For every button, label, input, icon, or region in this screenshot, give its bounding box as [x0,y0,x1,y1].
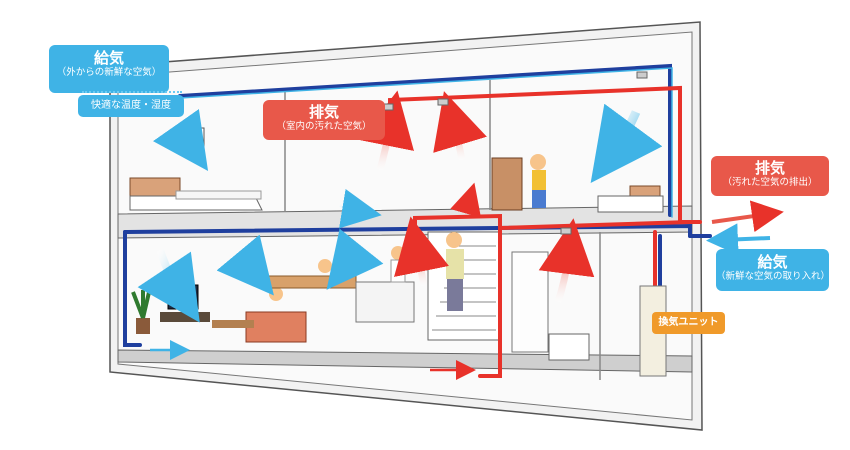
bathroom-door [511,251,549,353]
bed-upper-right [597,185,664,213]
callout-divider [82,91,182,93]
supply-callout-top-left: 給気 （外からの新鮮な空気） [49,45,169,93]
exhaust-right-title: 排気 [754,159,785,177]
supply-right-subtitle: （新鮮な空気の取り入れ） [716,271,831,282]
man-on-stairs [446,232,464,311]
bed-upper-left [129,177,263,211]
sofa [212,287,307,343]
exhaust-right-subtitle: （汚れた空気の排出） [722,177,818,188]
supply-callout-title: 給気 [93,49,124,67]
toilet [548,333,590,361]
supply-callout-subtitle: （外からの新鮮な空気） [56,67,162,78]
supply-duct [123,63,712,374]
comfort-label: 快適な温度・湿度 [78,95,184,117]
exhaust-callout-subtitle: （室内の汚れた空気） [276,121,372,132]
supply-airflow-arrows [137,103,771,360]
exhaust-callout-middle: 排気 （室内の汚れた空気） [263,100,385,140]
child-at-desk [491,154,546,211]
ventilation-unit-label: 換気ユニット [652,312,725,334]
supply-right-title: 給気 [757,253,788,271]
exhaust-airflow-arrows [359,90,784,380]
supply-callout-right: 給気 （新鮮な空気の取り入れ） [716,249,831,291]
staircase [427,231,501,341]
exhaust-callout-title: 排気 [308,103,339,121]
exhaust-callout-right: 排気 （汚れた空気の排出） [711,156,829,196]
